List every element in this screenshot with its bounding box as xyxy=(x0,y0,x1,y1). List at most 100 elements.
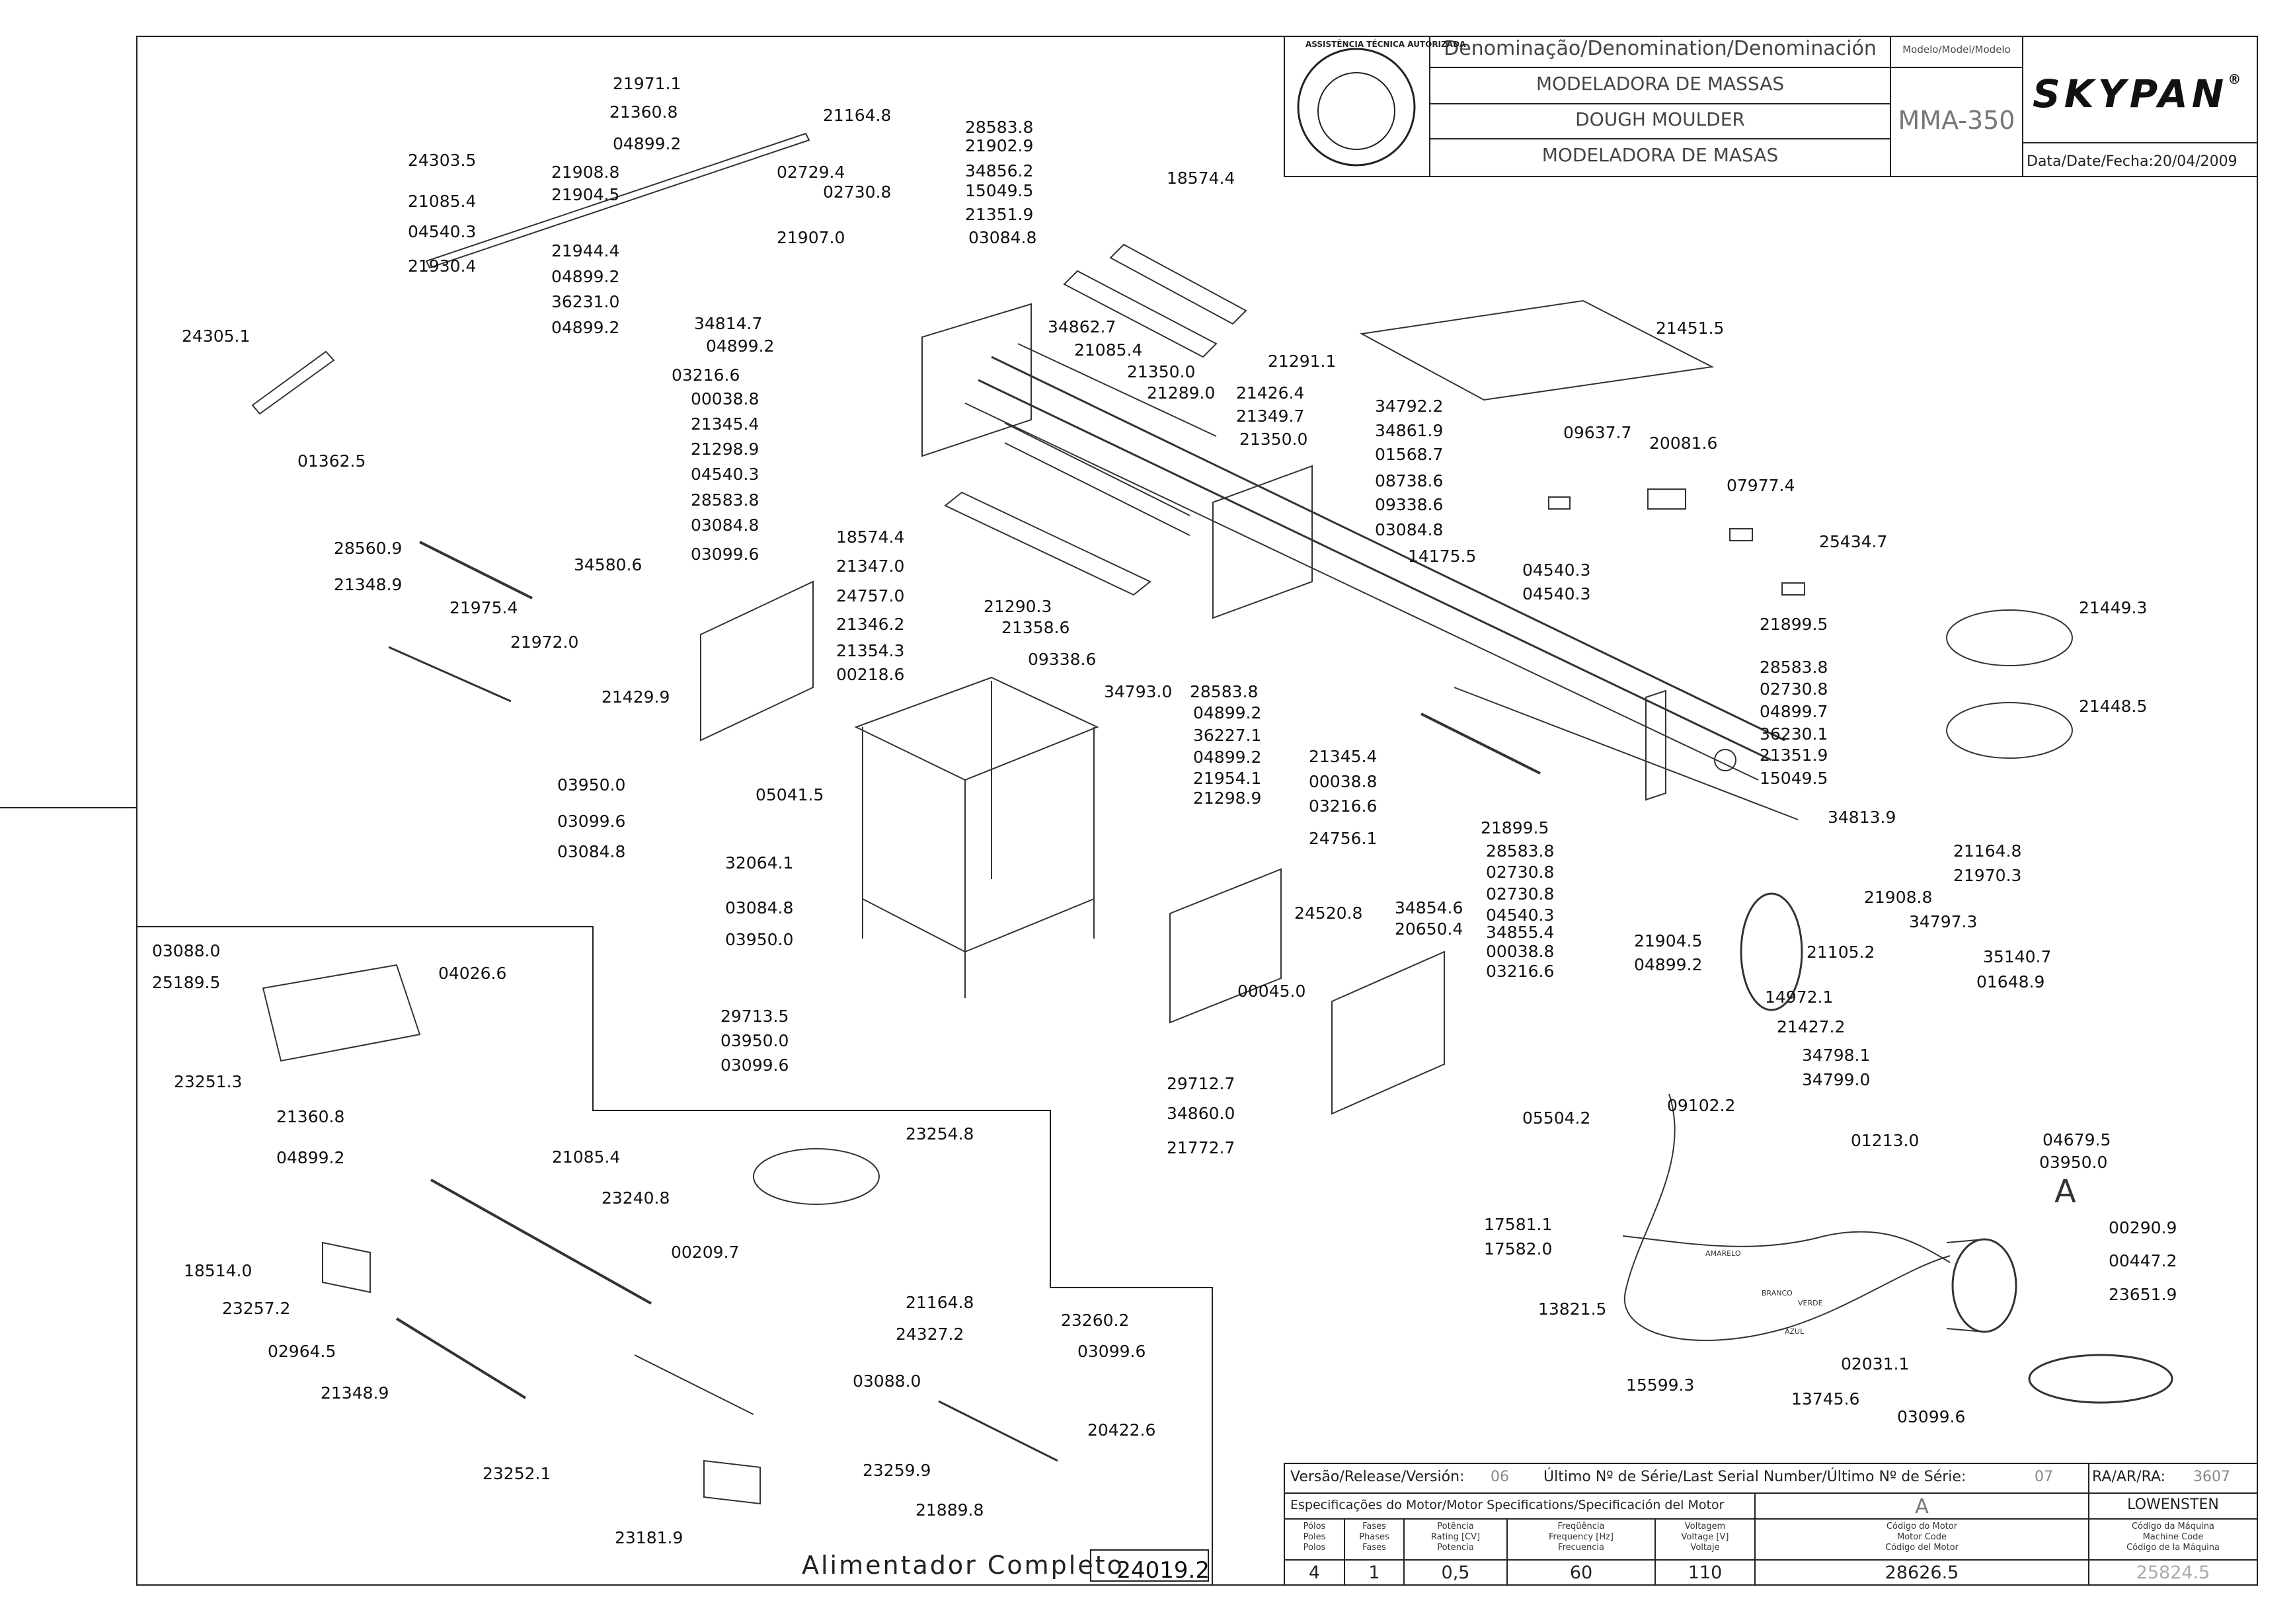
part-label: 15599.3 xyxy=(1626,1375,1695,1395)
part-label: 04899.2 xyxy=(1193,703,1262,722)
part-label: 24520.8 xyxy=(1294,904,1363,923)
part-label: 23181.9 xyxy=(615,1528,683,1547)
feeder-label: Alimentador Completo xyxy=(802,1551,1124,1580)
part-label: 36230.1 xyxy=(1760,724,1828,744)
part-label: 23651.9 xyxy=(2109,1285,2177,1304)
part-label: 21427.2 xyxy=(1777,1017,1846,1036)
part-label: 21889.8 xyxy=(915,1500,984,1520)
part-label: 04540.3 xyxy=(1486,906,1555,925)
part-label: 09338.6 xyxy=(1375,495,1444,514)
part-label: 28583.8 xyxy=(1760,658,1828,677)
authorized-service-seal xyxy=(1297,48,1416,167)
motor xyxy=(1951,1238,2017,1333)
part-label: 23260.2 xyxy=(1061,1311,1130,1330)
part-label: 25189.5 xyxy=(152,973,221,992)
part-label: 21899.5 xyxy=(1481,818,1549,837)
part-label: 03088.0 xyxy=(152,941,221,960)
rating-value: 0,5 xyxy=(1441,1563,1470,1583)
release-label: Versão/Release/Versión: xyxy=(1290,1469,1465,1485)
ra-label: RA/AR/RA: xyxy=(2092,1469,2166,1485)
feeder-area-outline xyxy=(137,926,1213,1585)
serial-label: Último Nº de Série/Last Serial Number/Úl… xyxy=(1543,1469,1966,1485)
part-label: 04540.3 xyxy=(1522,584,1591,603)
part-label: 21298.9 xyxy=(1193,789,1262,808)
part-label: 00038.8 xyxy=(1486,942,1555,961)
sheet-border xyxy=(136,36,2258,1586)
part-label: 08738.6 xyxy=(1375,471,1444,490)
part-label: 34860.0 xyxy=(1167,1104,1235,1123)
part-label: 03084.8 xyxy=(557,842,626,861)
model-number: MMA-350 xyxy=(1898,106,2015,135)
part-label: 28583.8 xyxy=(965,118,1034,137)
part-label: 03084.8 xyxy=(1375,520,1444,539)
part-label: 03099.6 xyxy=(557,812,626,831)
part-label: 15049.5 xyxy=(965,181,1034,200)
part-label: 18514.0 xyxy=(184,1261,253,1280)
part-label: 28583.8 xyxy=(1486,841,1555,861)
part-label: 21899.5 xyxy=(1760,615,1828,634)
frequency-value: 60 xyxy=(1569,1563,1593,1583)
part-label: 17581.1 xyxy=(1484,1215,1553,1234)
part-label: 34814.7 xyxy=(694,314,763,333)
part-label: 21164.8 xyxy=(906,1293,974,1312)
release-block-frame xyxy=(1284,1463,2258,1586)
part-label: 03084.8 xyxy=(725,898,794,917)
part-label: 21975.4 xyxy=(449,598,518,617)
part-label: 21972.0 xyxy=(510,633,579,652)
denomination-header: Denominação/Denomination/Denominación xyxy=(1444,37,1877,60)
handwheel xyxy=(1740,892,1803,1011)
part-label: 15049.5 xyxy=(1760,769,1828,788)
part-label: 03950.0 xyxy=(725,930,794,949)
part-label: 28583.8 xyxy=(1190,682,1259,701)
part-label: 09102.2 xyxy=(1667,1096,1736,1115)
part-label: 21426.4 xyxy=(1236,383,1305,403)
part-label: 13745.6 xyxy=(1791,1389,1860,1409)
part-label: 03099.6 xyxy=(720,1056,789,1075)
part-label: 04540.3 xyxy=(691,465,759,484)
part-label: 07977.4 xyxy=(1727,476,1795,495)
part-label: 04899.2 xyxy=(1193,748,1262,767)
part-label: 21348.9 xyxy=(321,1383,389,1403)
part-label: 21085.4 xyxy=(1074,340,1143,360)
part-label: 02730.8 xyxy=(1486,884,1555,904)
part-label: 24303.5 xyxy=(408,151,477,170)
part-label: 21290.3 xyxy=(984,597,1052,616)
part-label: 21291.1 xyxy=(1268,352,1337,371)
wire-label-azul: AZUL xyxy=(1785,1327,1805,1336)
part-label: 21358.6 xyxy=(1001,618,1070,637)
part-label: 21345.4 xyxy=(691,414,759,434)
part-label: 04899.2 xyxy=(613,134,681,153)
part-label: 34856.2 xyxy=(965,161,1034,180)
part-label: 34813.9 xyxy=(1828,808,1896,827)
part-label: 21360.8 xyxy=(276,1107,345,1126)
tray xyxy=(1359,299,1715,401)
left-side-plate xyxy=(921,303,1032,457)
part-label: 21085.4 xyxy=(408,192,477,211)
part-label: 21944.4 xyxy=(551,241,620,260)
part-label: 04899.2 xyxy=(551,318,620,337)
part-label: 21954.1 xyxy=(1193,769,1262,788)
part-label: 03084.8 xyxy=(691,516,759,535)
machine-name-pt: MODELADORA DE MASSAS xyxy=(1536,73,1785,95)
part-label: 02730.8 xyxy=(1760,679,1828,699)
part-label: 04899.7 xyxy=(1760,702,1828,721)
part-label: 21085.4 xyxy=(552,1147,621,1167)
part-label: 24756.1 xyxy=(1309,829,1378,848)
model-header: Modelo/Model/Modelo xyxy=(1902,44,2011,56)
part-label: 34861.9 xyxy=(1375,421,1444,440)
machine-name-en: DOUGH MOULDER xyxy=(1575,108,1745,130)
motor-maker: LOWENSTEN xyxy=(2127,1496,2219,1513)
part-label: 03216.6 xyxy=(1309,796,1378,816)
part-label: 21907.0 xyxy=(777,228,845,247)
part-label: 09338.6 xyxy=(1028,650,1097,669)
machine-name-es: MODELADORA DE MASAS xyxy=(1541,144,1779,166)
part-label: 03216.6 xyxy=(1486,962,1555,981)
part-label: 03088.0 xyxy=(853,1372,921,1391)
part-label: 29713.5 xyxy=(720,1007,789,1026)
machine-illustration xyxy=(251,132,2173,1505)
